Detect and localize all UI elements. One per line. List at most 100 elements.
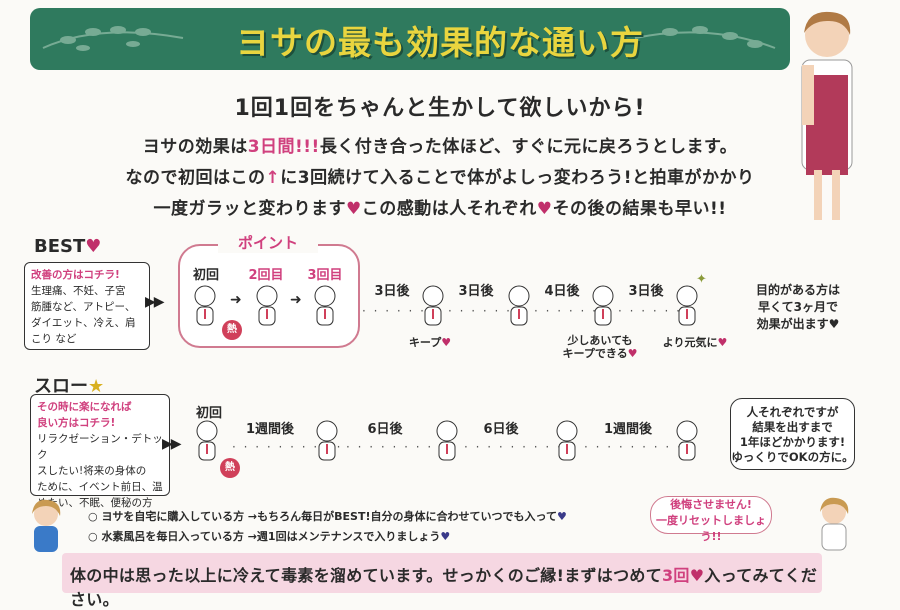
- purpose-note-line: 効果が出ます: [756, 317, 829, 331]
- keep-note: キープ♥: [400, 336, 460, 349]
- point-tag: ポイント: [218, 232, 318, 253]
- dotted-line: · · · · · ·: [534, 304, 598, 318]
- slow-box-heading: その時に楽になれば: [37, 401, 132, 413]
- interval-label: 3日後: [374, 284, 410, 299]
- dotted-line: · · · · · ·: [362, 304, 426, 318]
- lead-text: に3回続けて入ることで体がよしっ変わろう!と拍車がかかり: [280, 168, 755, 188]
- rest-note: 少しあいてもキープできる♥: [555, 334, 645, 360]
- better-note: より元気に♥: [655, 336, 735, 349]
- slow-box-line: スしたい!将来の身体の: [37, 465, 147, 477]
- footer-text-part: 体の中は思った以上に冷えて毒素を溜めています。せっかくのご縁!まずはつめて: [70, 566, 662, 585]
- footer-emphasis: 3回: [662, 566, 690, 585]
- heart-icon: ♥: [440, 530, 451, 543]
- footer-text: 体の中は思った以上に冷えて毒素を溜めています。せっかくのご縁!まずはつめて3回♥…: [70, 562, 820, 610]
- heart-icon: ♥: [828, 317, 840, 331]
- rest-note-line: 少しあいても: [567, 334, 633, 347]
- heart-icon: ♥: [536, 199, 553, 219]
- lead-emphasis: 3日間!!!: [247, 137, 320, 157]
- right-arrow-icon: ➜: [230, 292, 242, 308]
- slow-label: スロー★: [34, 372, 104, 398]
- visit-third-label: 3回目: [307, 268, 343, 283]
- lead-text: この感動は人それぞれ: [361, 199, 537, 219]
- hydrogen-bath-row: ○ 水素風呂を毎日入っている方 →週1回はメンテナンスで入りましょう♥: [88, 530, 451, 543]
- slow-label-text: スロー: [34, 376, 88, 397]
- slow-box-line: ために、イベント前日、温: [37, 481, 163, 493]
- speech-bubble: 人それぞれですが 結果を出すまで 1年ほどかかります! ゆっくりでOKの方に。: [730, 398, 855, 470]
- keep-note-text: キープ: [408, 336, 442, 349]
- purpose-note: 目的がある方は 早くて3ヶ月で 効果が出ます♥: [748, 282, 848, 333]
- play-arrow-icon: ▶▶: [162, 436, 181, 452]
- reset-bubble-line: 一度リセットしましょう!!: [656, 514, 766, 543]
- best-box-line: 筋腫など、アトピー、: [31, 301, 136, 313]
- lead-text: ヨサの効果は: [142, 137, 248, 157]
- dotted-line: · · · · · · · · · ·: [232, 440, 343, 454]
- heart-icon: ♥: [85, 236, 102, 257]
- lead-text: 一度ガラッと変わります: [153, 199, 346, 219]
- interval-label: 4日後: [544, 284, 580, 299]
- play-arrow-icon: ▶▶: [145, 294, 164, 310]
- interval-label: 3日後: [458, 284, 494, 299]
- best-target-box: 改善の方はコチラ! 生理痛、不妊、子宮 筋腫など、アトピー、 ダイエット、冷え、…: [24, 262, 150, 350]
- girl-illustration: [820, 497, 849, 551]
- visit-second-label: 2回目: [248, 268, 284, 283]
- best-box-heading: 改善の方はコチラ!: [31, 269, 120, 281]
- girl-illustration: [32, 499, 61, 552]
- dotted-line: · · · · · ·: [448, 304, 512, 318]
- bubble-line: 1年ほどかかります!: [739, 435, 846, 449]
- dotted-line: · · · · · · · · · ·: [584, 440, 695, 454]
- better-note-text: より元気に: [662, 336, 718, 349]
- leaf-decoration-icon: [42, 26, 184, 51]
- subtitle: 1回1回をちゃんと生かして欲しいから!: [234, 96, 646, 121]
- person-figure-icon: [556, 420, 578, 461]
- bubble-line: ゆっくりでOKの方に。: [731, 450, 854, 464]
- rest-note-line: キープできる: [562, 347, 628, 360]
- lead-line-3: 一度ガラッと変わります♥この感動は人それぞれ♥その後の結果も早い!!: [90, 194, 790, 219]
- hydrogen-bath-text: 水素風呂を毎日入っている方 →週1回はメンテナンスで入りましょう: [101, 530, 441, 543]
- person-figure-icon: [314, 285, 336, 326]
- dotted-line: · · · · · ·: [618, 304, 682, 318]
- best-label: BEST♥: [34, 236, 101, 257]
- lead-text: その後の結果も早い!!: [552, 199, 727, 219]
- slow-box-heading: 良い方はコチラ!: [37, 417, 116, 429]
- best-box-line: ダイエット、冷え、肩: [31, 317, 136, 329]
- purpose-note-line: 早くて3ヶ月で: [758, 300, 838, 314]
- person-figure-icon: [256, 285, 278, 326]
- interval-label: 6日後: [483, 422, 519, 437]
- reset-bubble-line: 後悔させません!: [670, 498, 752, 511]
- heart-icon: ♥: [689, 566, 705, 585]
- slow-target-box: その時に楽になれば 良い方はコチラ! リラクゼーション・デトック スしたい!将来…: [30, 394, 170, 509]
- best-box-line: こり など: [31, 333, 77, 345]
- person-figure-icon: [676, 285, 698, 326]
- woman-illustration: [801, 11, 853, 220]
- header-banner: [30, 8, 790, 70]
- up-arrow-icon: ↑: [265, 168, 281, 188]
- slow-box-line: リラクゼーション・デトック: [37, 433, 163, 461]
- lead-text: なので初回はこの: [125, 168, 266, 188]
- slow-first-label: 初回: [195, 406, 222, 421]
- best-box-line: 生理痛、不妊、子宮: [31, 285, 126, 297]
- dotted-line: · · · · · · · · · ·: [464, 440, 575, 454]
- footer-bar: [62, 553, 822, 593]
- bubble-line: 人それぞれですが: [746, 405, 839, 419]
- home-purchase-text: ヨサを自宅に購入している方 →もちろん毎日がBEST!自分の身体に合わせていつで…: [101, 510, 557, 523]
- right-arrow-icon: ➜: [290, 292, 302, 308]
- leaf-decoration-icon: [634, 26, 776, 49]
- interval-label: 1週間後: [603, 422, 653, 437]
- slow-box-line: めたい、不眠、便秘の方: [37, 497, 153, 509]
- heart-icon: ♥: [556, 510, 567, 523]
- purpose-note-line: 目的がある方は: [755, 283, 840, 297]
- person-figure-icon: [194, 285, 216, 326]
- star-icon: ★: [88, 376, 105, 397]
- heart-icon: ♥: [441, 336, 452, 349]
- visit-first-label: 初回: [192, 268, 219, 283]
- best-label-text: BEST: [34, 236, 86, 257]
- lead-line-1: ヨサの効果は3日間!!!長く付き合った体ほど、すぐに元に戻ろうとします。: [90, 132, 790, 157]
- person-figure-icon: [592, 285, 614, 326]
- person-figure-icon: [196, 420, 218, 461]
- page-title: ヨサの最も効果的な通い方: [236, 23, 644, 62]
- interval-label: 1週間後: [245, 422, 295, 437]
- lead-text: 長く付き合った体ほど、すぐに元に戻ろうとします。: [319, 137, 738, 157]
- person-figure-icon: [422, 285, 444, 326]
- heart-icon: ♥: [627, 347, 638, 360]
- heat-badge: 熱: [222, 320, 242, 340]
